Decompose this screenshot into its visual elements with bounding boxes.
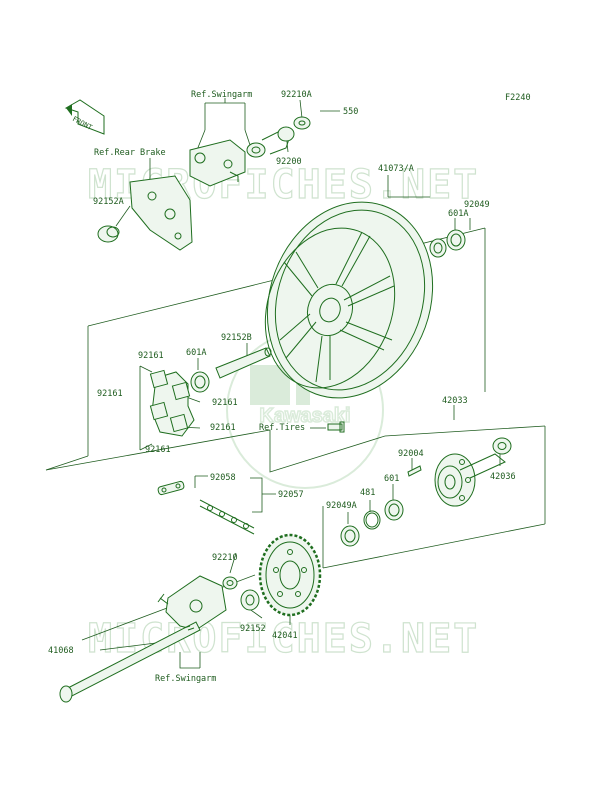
label-92161-left: 92161 xyxy=(97,389,123,399)
sprocket-hub-42033 xyxy=(434,453,506,507)
chain-92057 xyxy=(199,499,255,535)
collar-92152a xyxy=(97,225,120,243)
leader-lines xyxy=(45,98,546,669)
kawasaki-logo-text: Kawasaki xyxy=(259,405,350,427)
nut-92210 xyxy=(222,576,238,590)
label-92200: 92200 xyxy=(276,157,302,167)
collar-92152 xyxy=(240,589,260,611)
label-92161-bottom: 92161 xyxy=(145,445,171,455)
chain-adjuster-bracket xyxy=(157,575,227,631)
collar-42036 xyxy=(492,437,512,455)
label-42033: 42033 xyxy=(442,396,468,406)
label-92161-top: 92161 xyxy=(138,351,164,361)
part-labels: Ref.Swingarm 92210A 550 92200 Ref.Rear B… xyxy=(48,90,516,684)
seal-92049 xyxy=(446,229,466,251)
label-92152a: 92152A xyxy=(93,197,124,207)
spacer-92200 xyxy=(246,131,291,158)
circlip-481 xyxy=(363,510,381,530)
label-41068: 41068 xyxy=(48,646,74,656)
caliper-bracket-top xyxy=(189,139,246,187)
diagram-code: F2240 xyxy=(505,93,531,103)
rear-brake-plate xyxy=(129,175,193,251)
label-550: 550 xyxy=(343,107,358,117)
label-92161-right1: 92161 xyxy=(212,398,238,408)
tire-valve xyxy=(327,421,345,433)
label-ref-tires: Ref.Tires xyxy=(259,423,305,433)
chain-link-92058 xyxy=(157,480,185,496)
label-92161-right2: 92161 xyxy=(210,423,236,433)
label-92004: 92004 xyxy=(398,449,424,459)
bearing-601 xyxy=(384,499,404,521)
stud-92004 xyxy=(407,465,422,477)
seal-92049a xyxy=(340,525,360,547)
label-92049: 92049 xyxy=(464,200,490,210)
label-601: 601 xyxy=(384,474,399,484)
label-92049a: 92049A xyxy=(326,501,357,511)
label-92152b: 92152B xyxy=(221,333,252,343)
label-ref-rear-brake: Ref.Rear Brake xyxy=(94,148,166,158)
bearing-601a-right xyxy=(429,238,447,258)
label-92057: 92057 xyxy=(278,490,304,500)
sprocket-42041 xyxy=(258,533,322,617)
label-ref-swingarm-top: Ref.Swingarm xyxy=(191,90,252,100)
label-41073a: 41073/A xyxy=(378,164,414,174)
label-92210: 92210 xyxy=(212,553,238,563)
axle-41068 xyxy=(59,621,201,703)
label-92210a: 92210A xyxy=(281,90,312,100)
label-42036: 42036 xyxy=(490,472,516,482)
spacer-tube-92152b xyxy=(215,347,272,379)
nut-92210a xyxy=(277,116,311,142)
damper-92161 xyxy=(149,369,195,437)
bearing-601a-left xyxy=(190,371,210,393)
label-481: 481 xyxy=(360,488,375,498)
front-arrow-icon: FRONT xyxy=(64,99,105,135)
label-ref-swingarm-bottom: Ref.Swingarm xyxy=(155,674,216,684)
label-92152: 92152 xyxy=(240,624,266,634)
rear-wheel-rim xyxy=(264,201,434,399)
label-601a-left: 601A xyxy=(186,348,206,358)
label-92058: 92058 xyxy=(210,473,236,483)
label-601a-right: 601A xyxy=(448,209,468,219)
label-42041: 42041 xyxy=(272,631,298,641)
